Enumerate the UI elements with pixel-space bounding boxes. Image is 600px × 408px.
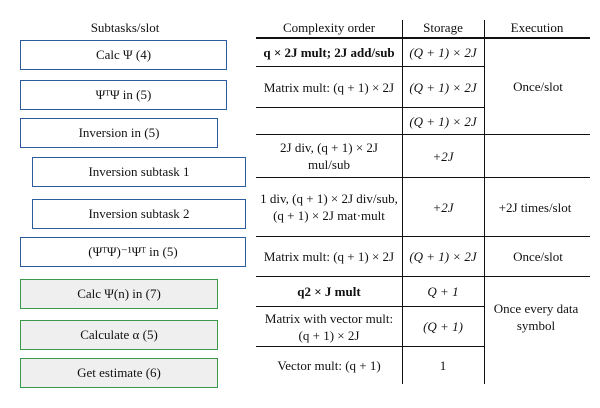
complexity-cell: Matrix mult: (q + 1) × 2J (256, 237, 402, 276)
complexity-text: Matrix mult: (q + 1) × 2J (263, 79, 395, 95)
complexity-cell: 2J div, (q + 1) × 2J mul/sub (260, 135, 398, 177)
row-rule (256, 306, 484, 307)
storage-cell: (Q + 1) × 2J (409, 113, 477, 129)
complexity-text: Vector mult: (q + 1) (277, 358, 381, 373)
complexity-text: 2J div, (q + 1) × 2J mul/sub (280, 140, 378, 172)
subtasks-title: Subtasks/slot (90, 20, 160, 35)
complexity-text: 1 div, (q + 1) × 2J div/sub, (q + 1) × 2… (260, 191, 398, 223)
task-inversion-subtask-2: Inversion subtask 2 (32, 199, 246, 229)
task-label: Get estimate (6) (77, 365, 161, 380)
complexity-cell: q2 × J mult (256, 277, 402, 306)
header-storage: Storage (423, 20, 463, 35)
task-inversion: Inversion in (5) (20, 118, 218, 148)
complexity-text: Matrix mult: (q + 1) × 2J (263, 249, 395, 264)
execution-once-slot: Once/slot (513, 249, 563, 264)
row-rule (256, 66, 484, 67)
header-complexity: Complexity order (282, 20, 376, 35)
task-calculate-alpha: Calculate α (5) (20, 320, 218, 350)
complexity-text: Matrix with vector mult: (q + 1) × 2J (264, 310, 394, 343)
complexity-cell: 1 div, (q + 1) × 2J div/sub, (q + 1) × 2… (260, 178, 398, 236)
column-rule (402, 20, 403, 384)
task-label: Calculate α (5) (80, 327, 158, 342)
task-calc-psi: Calc Ψ (4) (20, 40, 227, 70)
storage-cell: (Q + 1) × 2J (409, 44, 477, 60)
storage-cell: (Q + 1) (423, 319, 463, 334)
task-inversion-subtask-1: Inversion subtask 1 (32, 157, 246, 187)
task-label: Inversion in (5) (78, 125, 160, 140)
task-label: (ΨᵀΨ)⁻¹Ψᵀ in (5) (88, 244, 178, 259)
storage-cell: Q + 1 (427, 284, 459, 299)
task-label: Inversion subtask 2 (88, 206, 190, 221)
complexity-text: q2 × J mult (297, 284, 361, 299)
task-label: Inversion subtask 1 (88, 164, 190, 179)
row-rule (256, 134, 590, 135)
header-rule (256, 37, 590, 39)
task-label: Calc Ψ (4) (95, 47, 152, 62)
complexity-cell: Matrix mult: (q + 1) × 2J (256, 67, 402, 107)
task-psit-psi: ΨᵀΨ in (5) (20, 80, 227, 110)
column-rule (484, 20, 485, 384)
task-label: ΨᵀΨ in (5) (95, 87, 152, 102)
storage-cell: +2J (432, 148, 454, 164)
complexity-cell (256, 108, 402, 134)
complexity-table: Complexity order Storage Execution q × 2… (256, 0, 600, 408)
row-rule (256, 107, 484, 108)
storage-cell: 1 (439, 358, 447, 373)
row-rule (256, 236, 590, 237)
row-rule (256, 177, 590, 178)
task-pseudo-inverse: (ΨᵀΨ)⁻¹Ψᵀ in (5) (20, 237, 246, 267)
task-get-estimate: Get estimate (6) (20, 358, 218, 388)
row-rule (256, 346, 484, 347)
storage-cell: (Q + 1) × 2J (409, 249, 477, 264)
task-calc-psi-n: Calc Ψ(n) in (7) (20, 279, 218, 309)
task-label: Calc Ψ(n) in (7) (77, 286, 161, 301)
execution-once-every-symbol: Once every data symbol (493, 301, 579, 333)
storage-cell: (Q + 1) × 2J (409, 79, 477, 95)
complexity-cell: Vector mult: (q + 1) (256, 347, 402, 384)
execution-once-slot: Once/slot (513, 78, 563, 94)
complexity-cell: Matrix with vector mult: (q + 1) × 2J (260, 307, 398, 346)
complexity-cell: q × 2J mult; 2J add/sub (256, 38, 402, 66)
complexity-text: q × 2J mult; 2J add/sub (263, 44, 395, 60)
storage-cell: +2J (432, 199, 454, 215)
row-rule (256, 276, 590, 277)
execution-times-slot: +2J times/slot (498, 199, 572, 215)
header-execution: Execution (510, 20, 564, 35)
